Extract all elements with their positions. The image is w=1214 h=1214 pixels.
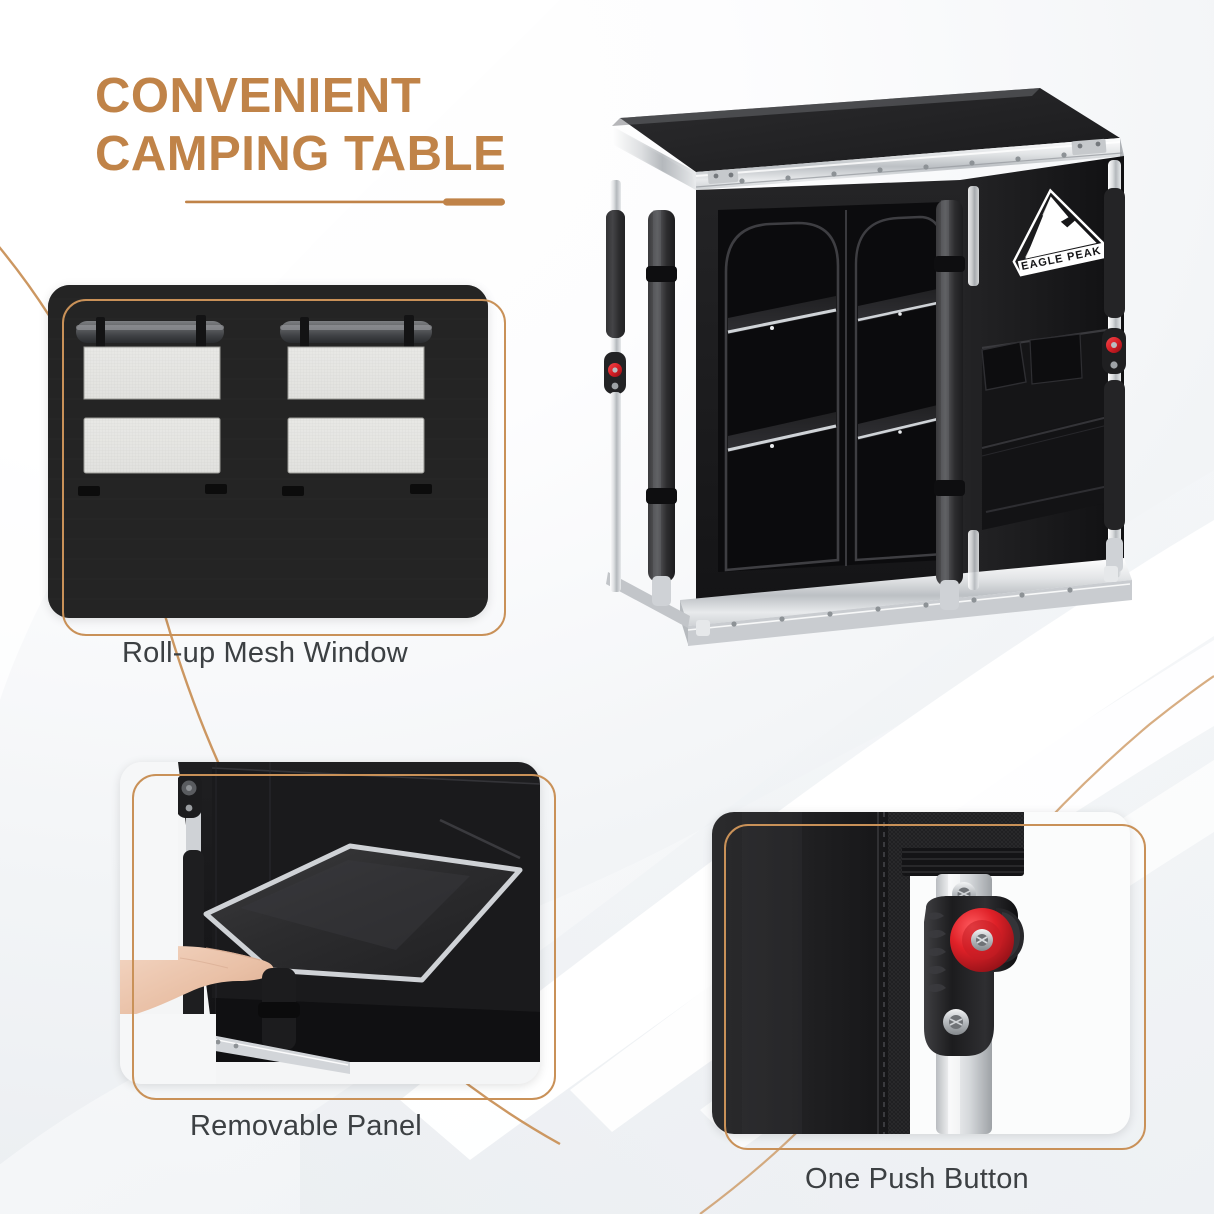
hand bbox=[120, 946, 274, 1018]
feature-panel-mesh-window bbox=[48, 285, 488, 618]
headline-line-1: CONVENIENT bbox=[95, 69, 422, 123]
leg-lock-right bbox=[1102, 328, 1126, 374]
feature-panel-removable-panel bbox=[120, 762, 540, 1084]
caption-mesh-window: Roll-up Mesh Window bbox=[122, 637, 408, 669]
headline-underline bbox=[185, 198, 505, 206]
hero-product-image: EAGLE PEAK bbox=[520, 60, 1180, 720]
caption-removable-panel: Removable Panel bbox=[190, 1110, 422, 1142]
headline: CONVENIENT CAMPING TABLE bbox=[95, 68, 655, 184]
removable-board bbox=[203, 843, 523, 983]
eagle-peak-logo: EAGLE PEAK bbox=[1012, 188, 1110, 277]
caption-push-button: One Push Button bbox=[805, 1163, 1029, 1195]
mesh-window-left bbox=[76, 315, 227, 496]
headline-line-2: CAMPING TABLE bbox=[95, 126, 507, 181]
push-button-lock-housing bbox=[924, 896, 1024, 1056]
feature-panel-push-button bbox=[712, 812, 1130, 1134]
mesh-window-right bbox=[280, 315, 432, 496]
